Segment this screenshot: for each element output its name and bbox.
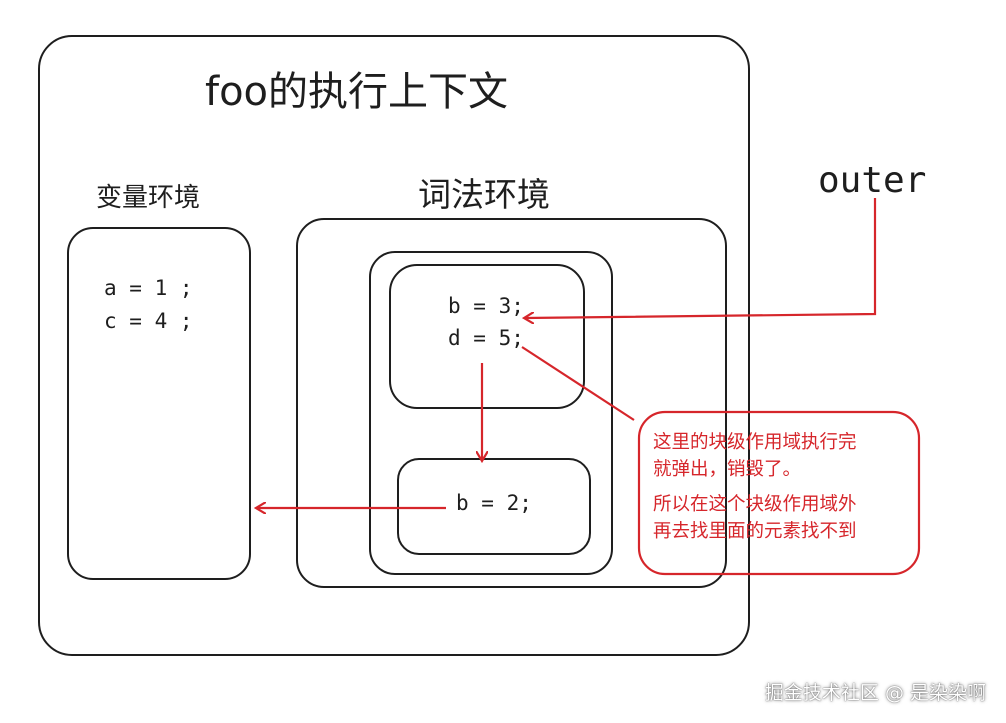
lexical-env-box — [296, 218, 727, 588]
lexical-stack-box — [369, 251, 613, 575]
variable-env-box — [67, 227, 251, 580]
note-connector-line — [521, 346, 635, 421]
variable-env-label: 变量环境 — [96, 183, 201, 213]
execution-context-title: foo的执行上下文 — [205, 69, 509, 115]
note-line: 就弹出，销毁了。 — [653, 459, 802, 480]
note-line: 再去找里面的元素找不到 — [653, 521, 857, 542]
note-box — [637, 410, 921, 576]
variable-env-line: a = 1 ; — [104, 276, 193, 300]
watermark: 掘金技术社区 @ 是染染啊 — [764, 682, 986, 704]
bottom-block-scope-box — [397, 458, 591, 555]
note-line: 这里的块级作用域执行完 — [653, 432, 857, 453]
note-line: 所以在这个块级作用域外 — [653, 494, 857, 515]
outer-label: outer — [818, 160, 927, 201]
variable-env-line: c = 4 ; — [104, 309, 193, 333]
bottom-block-line: b = 2; — [456, 491, 532, 515]
top-block-line: d = 5; — [448, 326, 524, 350]
lexical-env-label: 词法环境 — [418, 175, 550, 214]
top-block-scope-box — [389, 264, 585, 409]
top-block-line: b = 3; — [448, 294, 524, 318]
execution-context-box — [38, 35, 750, 656]
outer-pointer-arrow — [525, 198, 877, 318]
